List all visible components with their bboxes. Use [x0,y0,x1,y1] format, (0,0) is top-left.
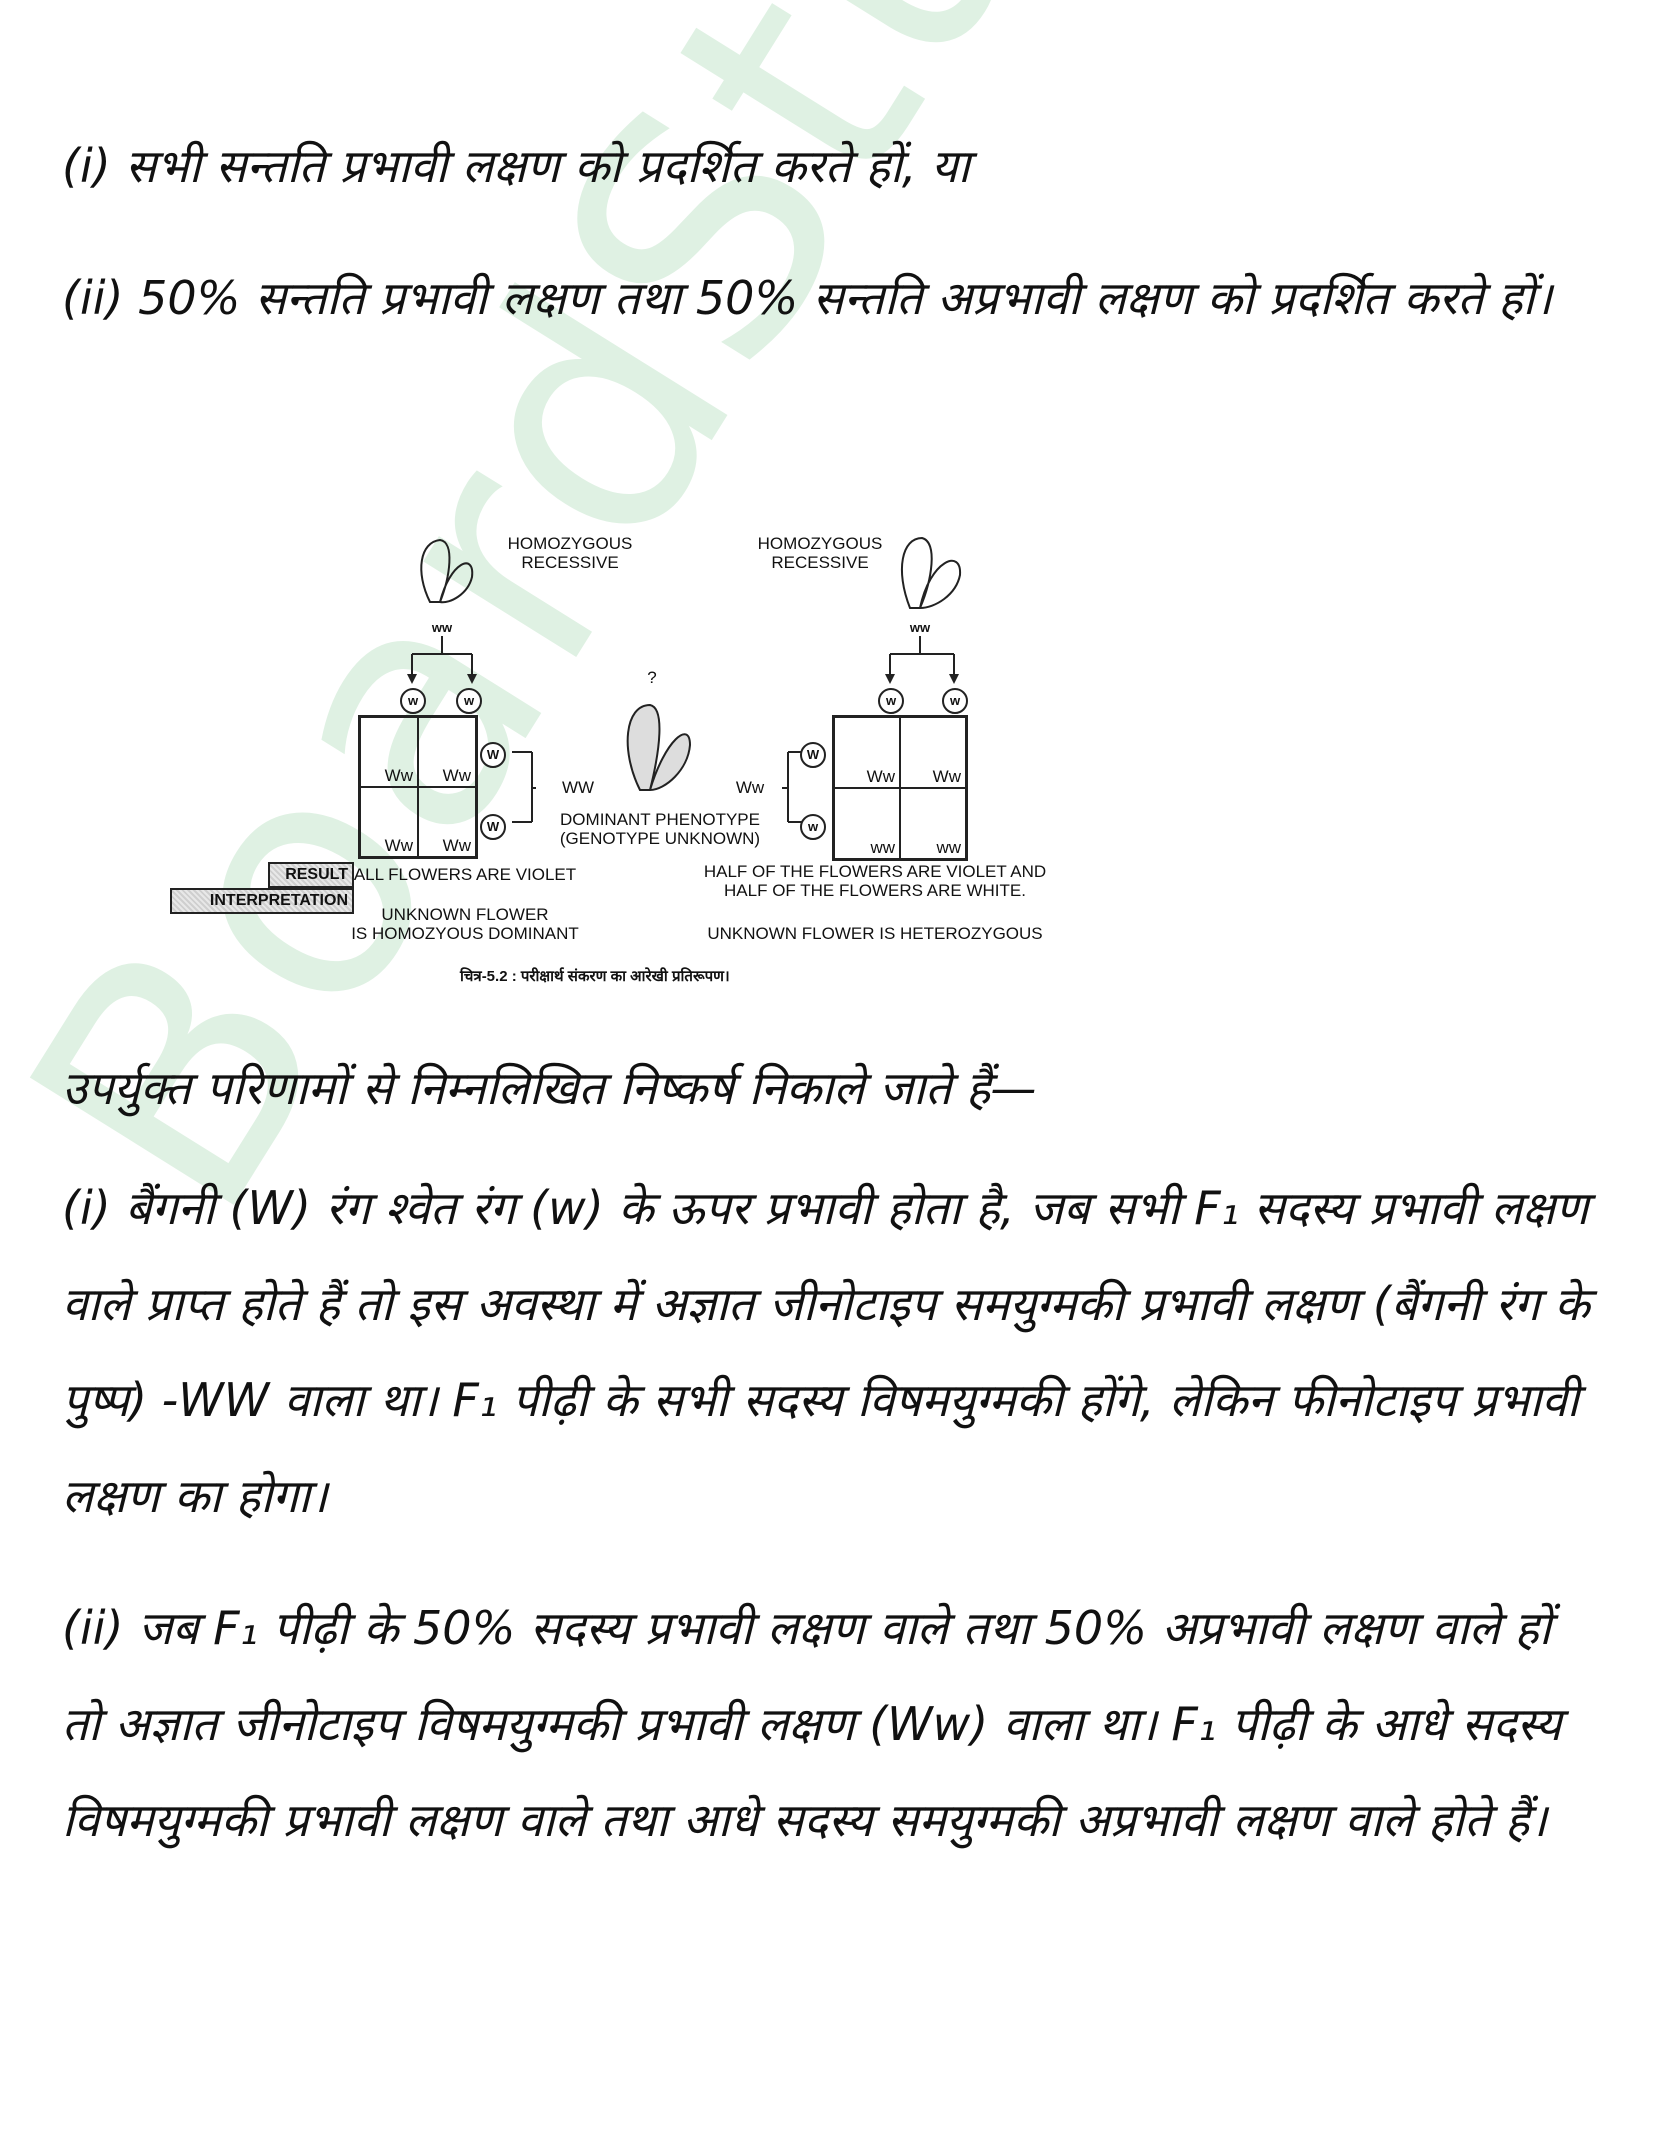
arrow-icon [407,636,477,684]
punnett-cell: ww [834,788,900,859]
right-parent-genotype: ww [909,620,931,635]
gamete-w: w [800,814,826,840]
right-punnett-square: Ww Ww ww ww [832,715,968,861]
right-option: Ww [735,778,765,797]
right-result-2: HALF OF THE FLOWERS ARE WHITE. [724,881,1026,900]
left-interpretation-2: IS HOMOZYOUS DOMINANT [351,924,579,943]
left-punnett-square: Ww Ww Ww Ww [358,715,478,859]
gamete-w: w [456,688,482,714]
figure-caption: चित्र-5.2 : परीक्षार्थ संकरण का आरेखी प्… [460,968,730,985]
flower-icon [420,538,474,604]
conclusion-1: (i) बैंगनी (W) रंग श्वेत रंग (w) के ऊपर … [62,1181,1590,1523]
unknown-label-1: DOMINANT PHENOTYPE [560,810,760,829]
gamete-W: W [480,742,506,768]
unknown-label-2: (GENOTYPE UNKNOWN) [559,829,761,848]
arrow-icon [512,751,536,823]
gamete-W: W [800,742,826,768]
unknown-mark: ? [647,668,657,687]
left-option: WW [561,778,595,797]
arrow-icon [885,636,959,684]
conclusion-heading: उपर्युक्त परिणामों से निम्नलिखित निष्कर्… [62,1061,1037,1115]
test-cross-figure: HOMOZYGOUS RECESSIVE ww w w Ww Ww Ww Ww … [160,520,1080,990]
result-tag: RESULT [268,862,354,888]
right-parent-label: HOMOZYGOUS RECESSIVE [757,534,883,572]
punnett-cell: Ww [360,717,418,787]
punnett-cell: Ww [418,717,476,787]
unknown-flower-icon [626,703,692,792]
gamete-W: W [480,814,506,840]
interpretation-tag: INTERPRETATION [170,888,354,914]
punnett-cell: Ww [900,717,966,788]
gamete-w: w [878,688,904,714]
intro-point-1: (i) सभी सन्तति प्रभावी लक्षण को प्रदर्शि… [62,139,970,193]
conclusion-2: (ii) जब F₁ पीढ़ी के 50% सदस्य प्रभावी लक… [62,1601,1562,1847]
left-interpretation-1: UNKNOWN FLOWER [381,905,549,924]
punnett-cell: Ww [418,787,476,857]
right-interpretation: UNKNOWN FLOWER IS HETEROZYGOUS [707,924,1043,943]
left-parent-label: HOMOZYGOUS RECESSIVE [507,534,633,572]
punnett-cell: ww [900,788,966,859]
right-result-1: HALF OF THE FLOWERS ARE VIOLET AND [703,862,1047,881]
gamete-w: w [942,688,968,714]
gamete-w: w [400,688,426,714]
intro-point-2: (ii) 50% सन्तति प्रभावी लक्षण तथा 50% सन… [62,271,1553,325]
left-result: ALL FLOWERS ARE VIOLET [353,865,577,884]
arrow-icon [782,751,808,823]
punnett-cell: Ww [360,787,418,857]
flower-icon [900,536,962,610]
punnett-cell: Ww [834,717,900,788]
left-parent-genotype: ww [431,620,453,635]
